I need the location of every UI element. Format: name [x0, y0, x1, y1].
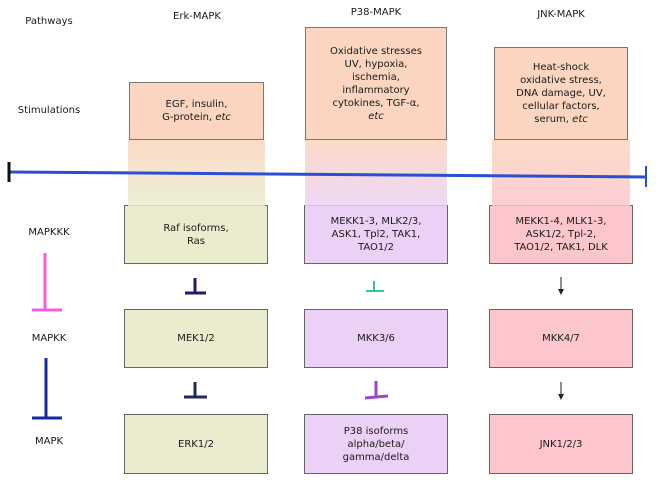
mapk-box-p38: P38 isoforms alpha/beta/ gamma/delta	[304, 414, 448, 474]
jnk-arrow-icon-1	[558, 277, 564, 295]
mapk-box-jnk: JNK1/2/3	[489, 414, 633, 474]
row-label-pathways: Pathways	[25, 16, 73, 27]
stim-jnk-line-1: Heat-shock	[532, 62, 590, 73]
mapkkk-jnk-line-1: MEKK1-4, MLK1-3,	[515, 216, 607, 227]
stimulation-box-jnk: Heat-shock oxidative stress, DNA damage,…	[494, 47, 628, 140]
mapk-jnk-label: JNK1/2/3	[539, 438, 583, 450]
mapkk-jnk-label: MKK4/7	[542, 333, 580, 344]
stim-jnk-line-5: serum, etc	[534, 114, 588, 125]
p38-inhibitor-icon-1	[366, 281, 384, 292]
stim-p38-line-1: Oxidative stresses	[330, 45, 422, 57]
membrane-band-p38	[305, 140, 447, 206]
mapk-p38-line-2: alpha/beta/	[347, 438, 405, 450]
stim-erk-line-1: EGF, insulin,	[165, 99, 228, 110]
stim-jnk-line-3: DNA damage, UV,	[516, 88, 606, 99]
stim-p38-line-4: inflammatory	[342, 84, 410, 96]
mapk-p38-line-3: gamma/delta	[342, 451, 410, 463]
row-label-mapk: MAPK	[34, 436, 64, 447]
row-label-stimulations: Stimulations	[17, 105, 81, 116]
mapkk-p38-label: MKK3/6	[357, 333, 395, 344]
mapkkk-p38-line-2: ASK1, Tpl2, TAK1,	[331, 229, 421, 240]
mapkkk-erk-line-2: Ras	[186, 235, 206, 247]
mapkkk-erk-line-1: Raf isoforms,	[163, 222, 229, 234]
erk-inhibitor-icon-2	[184, 382, 207, 399]
row-label-mapkkk: MAPKKK	[28, 227, 70, 238]
mapkkk-jnk-line-2: ASK1/2, Tpl-2,	[525, 229, 597, 240]
mapkk-erk-label: MEK1/2	[177, 333, 215, 344]
mapkkk-box-erk: Raf isoforms, Ras	[124, 205, 268, 264]
stim-jnk-line-4: cellular factors,	[522, 101, 600, 112]
mapkk-box-p38: MKK3/6	[304, 309, 448, 368]
stimulation-box-erk: EGF, insulin, G-protein, etc	[129, 82, 264, 140]
stimulation-box-p38: Oxidative stresses UV, hypoxia, ischemia…	[305, 27, 447, 140]
mapkkk-jnk-line-3: TAO1/2, TAK1, DLK	[514, 242, 608, 253]
mapk-p38-line-1: P38 isoforms	[343, 425, 409, 437]
mapkk-box-erk: MEK1/2	[124, 309, 268, 368]
membrane-band-jnk	[492, 140, 630, 206]
jnk-arrow-icon-2	[558, 382, 564, 400]
legend-pink-inhibitor-icon	[32, 253, 62, 312]
mapk-erk-label: ERK1/2	[178, 438, 214, 450]
mapkk-box-jnk: MKK4/7	[489, 309, 633, 368]
column-header-jnk: JNK-MAPK	[537, 9, 585, 20]
stim-p38-line-5: cytokines, TGF-α,	[332, 97, 420, 109]
p38-inhibitor-icon-2	[364, 381, 389, 400]
mapkkk-box-jnk: MEKK1-4, MLK1-3, ASK1/2, Tpl-2, TAO1/2, …	[489, 205, 633, 264]
membrane-line	[8, 170, 647, 179]
column-header-p38: P38-MAPK	[350, 7, 402, 18]
stim-erk-line-2: G-protein, etc	[162, 112, 231, 123]
row-label-mapkk: MAPKK	[31, 333, 67, 344]
mapkkk-p38-line-3: TAO1/2	[358, 242, 394, 253]
stim-p38-line-2: UV, hypoxia,	[344, 58, 408, 70]
stim-jnk-line-2: oxidative stress,	[520, 75, 602, 86]
mapk-box-erk: ERK1/2	[124, 414, 268, 474]
column-header-erk: Erk-MAPK	[173, 11, 221, 22]
mapkkk-p38-line-1: MEKK1-3, MLK2/3,	[330, 216, 422, 227]
stim-p38-line-3: ischemia,	[352, 71, 400, 83]
erk-inhibitor-icon-1	[185, 278, 206, 295]
legend-navy-inhibitor-icon	[32, 358, 62, 420]
stim-p38-line-6: etc	[368, 110, 384, 122]
